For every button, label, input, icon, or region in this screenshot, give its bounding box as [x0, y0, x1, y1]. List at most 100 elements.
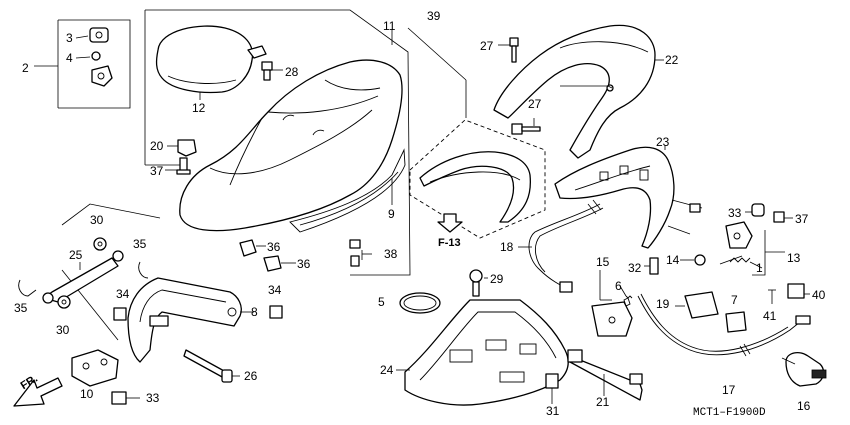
bolt-27-top	[498, 37, 519, 63]
label-35a: 35	[133, 237, 147, 251]
label-15: 15	[596, 255, 610, 269]
bracket-20	[167, 139, 197, 157]
switch-40	[787, 283, 810, 299]
label-f13: F-13	[438, 237, 461, 249]
label-3: 3	[66, 31, 73, 45]
screw-41	[768, 289, 776, 304]
seat-latch-15	[591, 270, 633, 337]
seat-lock-13	[719, 221, 785, 276]
clip-31	[545, 373, 559, 404]
label-27a: 27	[480, 39, 494, 53]
bolt-26	[183, 349, 240, 383]
bolt-33-right	[745, 203, 765, 217]
key-cylinder-16	[781, 351, 827, 387]
label-21: 21	[596, 395, 610, 409]
section-ref-f13	[437, 213, 463, 233]
label-16: 16	[797, 399, 811, 413]
label-11: 11	[383, 19, 396, 33]
bracket-19	[675, 291, 719, 319]
screw-37-left	[165, 157, 191, 175]
nut-33-bottom	[111, 391, 140, 405]
washer-30-top	[93, 237, 107, 251]
screw-32	[644, 257, 659, 275]
label-33b: 33	[146, 391, 160, 405]
gas-damper-25	[42, 250, 124, 304]
bracket-small-top	[247, 45, 267, 59]
seat-group-box-11	[144, 9, 411, 276]
screw-6	[619, 285, 633, 299]
label-14: 14	[666, 253, 680, 267]
label-5: 5	[378, 295, 385, 309]
luggage-box-24	[396, 299, 569, 406]
spring-1	[729, 257, 763, 269]
label-39: 39	[427, 9, 441, 23]
label-13: 13	[787, 251, 801, 265]
carrier-bracket-23	[554, 145, 703, 249]
seat-lock-cable-18	[518, 199, 604, 293]
label-34a: 34	[116, 287, 130, 301]
label-2: 2	[22, 61, 29, 75]
label-33a: 33	[728, 206, 742, 220]
label-28: 28	[285, 65, 299, 79]
grommet-38	[349, 239, 372, 267]
label-25: 25	[69, 248, 83, 262]
stay-4	[91, 51, 113, 87]
seat-frame-9	[289, 148, 406, 233]
hinge-plate-10	[71, 349, 119, 387]
label-6: 6	[615, 279, 622, 293]
label-22: 22	[665, 53, 679, 67]
cable-17	[637, 293, 811, 357]
hinge-stay-8	[127, 277, 254, 363]
label-8: 8	[251, 305, 258, 319]
label-20: 20	[150, 139, 164, 153]
clip-36-a	[239, 239, 266, 257]
clamp-7	[725, 311, 747, 333]
label-29: 29	[490, 272, 504, 286]
label-41: 41	[763, 309, 777, 323]
label-40: 40	[812, 288, 826, 302]
nut-34-right	[269, 305, 283, 319]
rear-grip-22	[493, 24, 664, 159]
label-4: 4	[66, 51, 73, 65]
label-35b: 35	[14, 301, 28, 315]
pin-35-left	[18, 279, 37, 297]
bracket-group-2	[34, 19, 131, 109]
label-26: 26	[244, 369, 258, 383]
label-18: 18	[500, 240, 514, 254]
diagram-code: MCT1–F1900D	[693, 407, 766, 419]
label-34b: 34	[268, 283, 282, 297]
label-17: 17	[722, 383, 736, 397]
part-labels: 2 3 4 11 39 12 28 20 37 9 36 36 38 27 27…	[14, 9, 826, 419]
label-7: 7	[731, 293, 738, 307]
o-ring-5	[399, 292, 441, 314]
label-32: 32	[628, 261, 642, 275]
label-27b: 27	[528, 97, 542, 111]
backrest-pad-12	[155, 25, 254, 100]
screw-37-right	[773, 211, 793, 223]
label-10: 10	[80, 387, 94, 401]
label-12: 12	[192, 101, 206, 115]
label-30a: 30	[90, 213, 104, 227]
label-23: 23	[656, 135, 670, 149]
washer-30-bottom	[57, 295, 71, 309]
label-1: 1	[756, 261, 763, 275]
nut-14	[680, 254, 706, 266]
clip-36-b	[263, 255, 296, 272]
label-36a: 36	[267, 240, 281, 254]
nut-34-left	[113, 307, 127, 321]
label-9: 9	[388, 207, 395, 221]
front-arrow	[13, 377, 63, 407]
bolt-28	[261, 61, 283, 81]
label-37b: 37	[795, 212, 809, 226]
label-37a: 37	[150, 164, 164, 178]
bolt-27-mid	[511, 85, 613, 135]
grab-rail-group-39	[407, 27, 546, 239]
pin-35-right	[138, 261, 149, 279]
label-19: 19	[656, 297, 670, 311]
band-21	[567, 349, 643, 401]
label-38: 38	[384, 247, 398, 261]
bolt-29	[469, 269, 488, 297]
clip-nut-3	[89, 27, 109, 43]
label-30b: 30	[56, 323, 70, 337]
